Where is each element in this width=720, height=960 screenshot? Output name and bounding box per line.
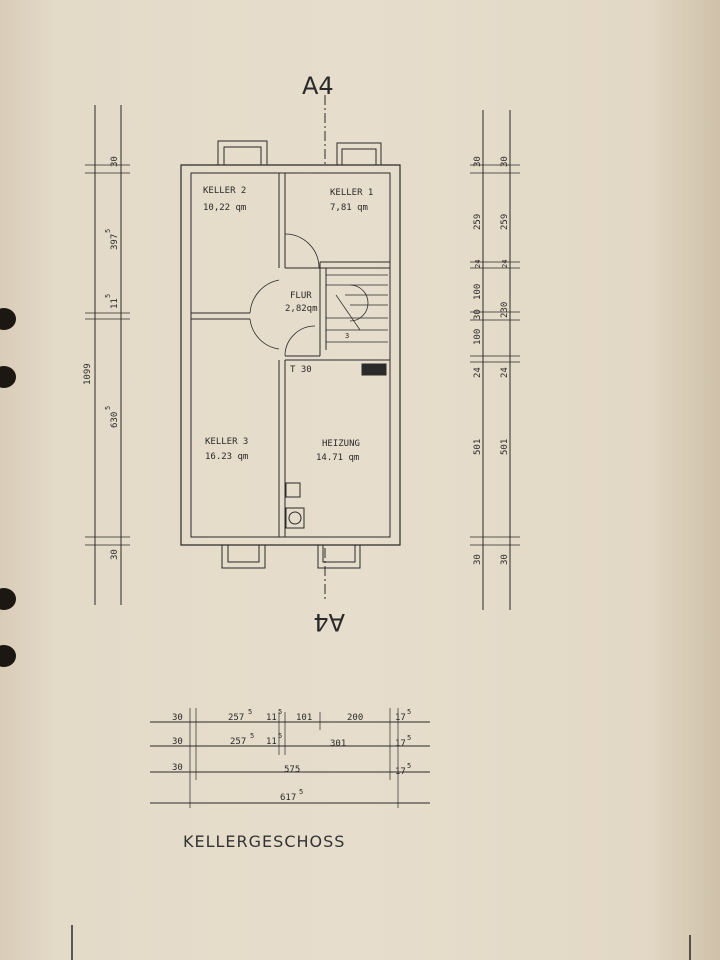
- left-dim-lines: [94, 105, 122, 605]
- dim-right-b: 230: [500, 302, 510, 318]
- dim-sup: 5: [104, 294, 112, 298]
- stair-arc: [349, 284, 369, 322]
- wall-stair-side: [319, 262, 327, 356]
- left-dim-ticks: [85, 164, 130, 546]
- dim-bottom-row2: 30: [172, 737, 183, 747]
- dim-sup: 5: [407, 762, 411, 770]
- wall-flur-heizung: [285, 355, 390, 361]
- outer-wall-outer: [180, 164, 401, 546]
- dim-bottom-row3: 30: [172, 763, 183, 773]
- dim-right-a: 24: [474, 260, 482, 268]
- dim-bottom-row1: 11: [266, 713, 277, 723]
- light-well-bottom-left: [221, 545, 266, 569]
- dim-bottom: 30: [110, 549, 120, 560]
- door-label: T 30: [290, 365, 312, 375]
- dim-top: 30: [110, 156, 120, 167]
- dim-right-b: 24: [501, 260, 509, 268]
- dim-bottom-row1: 101: [296, 713, 312, 723]
- drawing-title: KELLERGESCHOSS: [183, 832, 346, 851]
- dim-right-b: 24: [500, 367, 510, 378]
- dim-bottom-row4: 617: [280, 793, 296, 803]
- room-name: KELLER 3: [205, 437, 248, 447]
- wall-k1-stair: [285, 261, 390, 269]
- right-dim-lines: [482, 110, 511, 610]
- dim-bottom-row3: 17: [395, 767, 406, 777]
- dim-right-b: 30: [500, 554, 510, 565]
- dim-sup: 5: [407, 734, 411, 742]
- dim-d1: 397: [110, 234, 120, 250]
- dim-right-a: 100: [473, 329, 483, 345]
- room-name: HEIZUNG: [322, 439, 360, 449]
- dim-right-a: 30: [473, 309, 483, 320]
- stair-mark: 3: [345, 332, 349, 340]
- dim-d3: 630: [110, 412, 120, 428]
- room-area: 2,82qm: [285, 304, 318, 314]
- section-marker-bottom: A4: [313, 608, 345, 636]
- punch-hole: [0, 366, 16, 388]
- dim-right-a: 100: [473, 284, 483, 300]
- right-dim-ticks: [470, 164, 520, 546]
- section-marker-top: A4: [302, 72, 334, 100]
- dim-bottom-row2: 301: [330, 739, 346, 749]
- punch-hole: [0, 645, 16, 667]
- boiler-symbol: [361, 363, 387, 376]
- light-well-bottom-right: [317, 545, 361, 569]
- dim-sup: 5: [104, 406, 112, 410]
- room-name: FLUR: [290, 291, 312, 301]
- dim-right-a: 24: [473, 367, 483, 378]
- dim-bottom-row2: 17: [395, 739, 406, 749]
- dim-bottom-row2: 257: [230, 737, 246, 747]
- tank-circle: [288, 511, 302, 525]
- dim-sup: 5: [250, 732, 254, 740]
- dim-bottom-row1: 30: [172, 713, 183, 723]
- wall-k3-heizung: [278, 360, 286, 537]
- door-swing-k2: [249, 279, 280, 314]
- tank-symbol-2: [285, 507, 305, 529]
- room-name: KELLER 1: [330, 188, 373, 198]
- dim-right-b: 259: [500, 214, 510, 230]
- door-swing-heizung: [284, 325, 316, 357]
- room-area: 14.71 qm: [316, 453, 359, 463]
- dim-right-a: 30: [473, 554, 483, 565]
- dim-right-a: 259: [473, 214, 483, 230]
- stair-arrow: [335, 294, 361, 331]
- tank-symbol: [285, 482, 301, 498]
- dim-right-a: 30: [473, 156, 483, 167]
- dim-bottom-row1: 17: [395, 713, 406, 723]
- dim-sup: 5: [278, 708, 282, 716]
- door-swing-k3: [249, 318, 280, 350]
- dim-bottom-row3: 575: [284, 765, 300, 775]
- wall-k2-k1: [278, 173, 286, 268]
- punch-hole: [0, 308, 16, 330]
- dim-sup: 5: [407, 708, 411, 716]
- dim-right-b: 501: [500, 439, 510, 455]
- dim-sup: 5: [299, 788, 303, 796]
- stair-treads: [326, 274, 388, 343]
- bottom-dim-lines: [150, 721, 430, 804]
- light-well-top-right: [336, 142, 382, 165]
- dim-right-b: 30: [500, 156, 510, 167]
- bottom-dim-ticks: [189, 708, 399, 808]
- dim-sup: 5: [248, 708, 252, 716]
- dim-sup: 5: [278, 732, 282, 740]
- punch-hole: [0, 588, 16, 610]
- outer-wall-inner: [190, 172, 391, 538]
- dim-bottom-row1: 200: [347, 713, 363, 723]
- room-area: 10,22 qm: [203, 203, 246, 213]
- light-well-top-left: [217, 140, 268, 165]
- dim-d2: 11: [110, 298, 120, 309]
- wall-k2-k3: [191, 312, 250, 320]
- dim-total: 1099: [83, 363, 93, 385]
- edge-marks: [71, 925, 691, 960]
- door-swing-k1: [284, 233, 320, 269]
- dim-bottom-row1: 257: [228, 713, 244, 723]
- dim-sup: 5: [104, 229, 112, 233]
- dim-right-a: 501: [473, 439, 483, 455]
- dim-bottom-row2: 11: [266, 737, 277, 747]
- room-area: 16.23 qm: [205, 452, 248, 462]
- room-name: KELLER 2: [203, 186, 246, 196]
- room-area: 7,81 qm: [330, 203, 368, 213]
